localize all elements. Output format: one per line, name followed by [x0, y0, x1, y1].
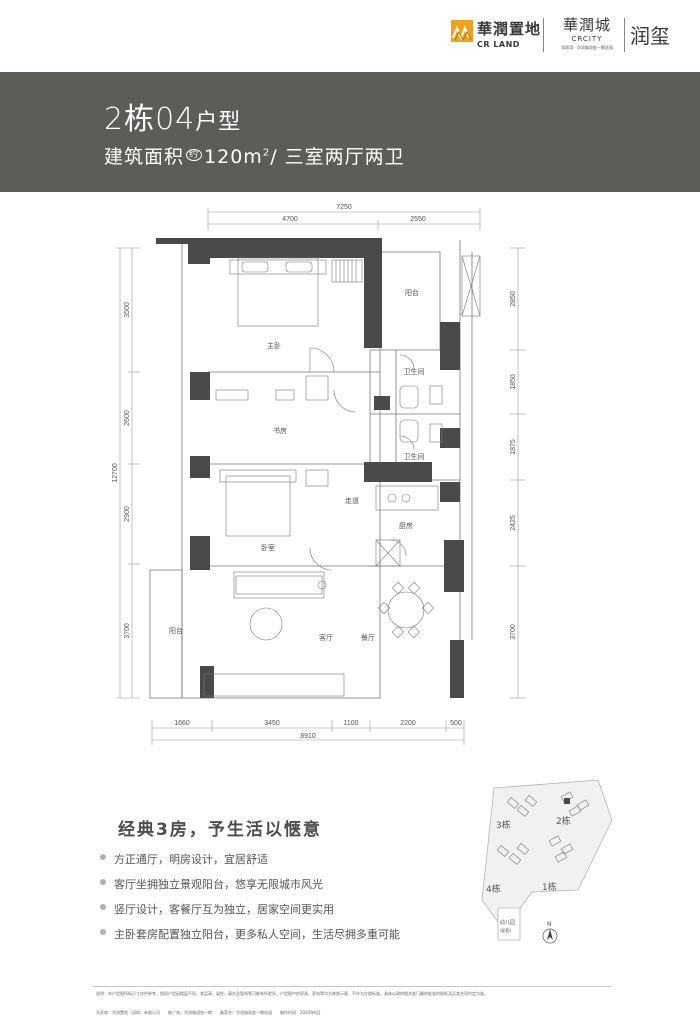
- logo-bar: 華潤置地 CR LAND 華潤城 CRCITY 深圳湾 · 华润城润玺一期花园 …: [0, 0, 700, 72]
- dim-right-d: 2425: [510, 515, 517, 531]
- feature-item: 方正通厅，明房设计，宜居舒适: [100, 851, 400, 876]
- dim-left-d: 3700: [124, 623, 131, 639]
- crcity-slogan: 深圳湾 · 华润城润玺一期花园: [561, 45, 613, 50]
- dim-left-b: 2600: [124, 410, 131, 426]
- bullet-icon: [100, 904, 106, 910]
- dim-bottom-b: 3450: [264, 720, 280, 727]
- crland-name-cn: 華潤置地: [477, 20, 542, 38]
- site-building-4: 4栋: [486, 883, 501, 895]
- dim-left-total: 12700: [112, 463, 119, 483]
- floor-plan: 7250 4700 2550 1660 3450 1100 2200 500 8…: [100, 200, 540, 745]
- footer-disclaimer: 说明：本户型图所标尺寸仅供参考，相同户型因楼层不同，其层高、梁柱、窗台及管线等可…: [96, 991, 488, 996]
- site-building-1: 1栋: [542, 881, 557, 893]
- dim-right-a: 2850: [510, 291, 517, 307]
- layout-desc: / 三室两厅两卫: [270, 146, 405, 168]
- room-master: 主卧: [267, 341, 281, 350]
- unit-suffix: 户型: [195, 110, 242, 135]
- room-bath1: 卫生间: [404, 367, 425, 376]
- dim-bottom-d: 2200: [400, 720, 416, 727]
- room-balcony-left: 阳台: [169, 626, 183, 635]
- crcity-name-cn: 華潤城: [562, 16, 611, 34]
- current-building-marker: [564, 798, 570, 804]
- area-value: 120m: [204, 146, 263, 168]
- room-bedroom: 卧室: [261, 543, 275, 552]
- room-dining: 餐厅: [361, 633, 375, 642]
- dim-bottom-c: 1100: [343, 720, 358, 727]
- logo-divider: [624, 18, 625, 52]
- dim-right-e: 3700: [510, 624, 517, 640]
- feature-item: 主卧套房配置独立阳台，更多私人空间，生活尽拥多重可能: [100, 926, 400, 951]
- dim-bottom-e: 500: [450, 720, 462, 727]
- footer-credits: 开发商：华润置地（深圳）有限公司 推广名：华润城润玺一期 备案名：华润城润玺一期…: [96, 1010, 321, 1015]
- bullet-icon: [100, 879, 106, 885]
- feature-list: 方正通厅，明房设计，宜居舒适 客厅坐拥独立景观阳台，悠享无限城市风光 竖厅设计，…: [100, 851, 400, 951]
- footer-divider: [92, 986, 612, 987]
- dim-right-c: 1875: [510, 439, 517, 455]
- bullet-icon: [100, 929, 106, 935]
- area-unit-sup: 2: [262, 147, 271, 159]
- dim-top-b: 2550: [410, 216, 426, 223]
- crcity-name-en: CRCITY: [571, 35, 603, 43]
- unit-title: 2栋04户型: [104, 94, 241, 138]
- feature-title: 经典3房，予生活以惬意: [118, 820, 322, 840]
- unit-number: 2栋04: [104, 102, 196, 137]
- dim-top-a: 4700: [282, 216, 298, 223]
- bullet-icon: [100, 854, 106, 860]
- dim-left-c: 2900: [124, 506, 131, 522]
- room-living: 客厅: [319, 633, 333, 642]
- crland-name-en: CR LAND: [477, 40, 520, 49]
- dim-left-a: 3500: [124, 302, 131, 318]
- room-balcony-top: 阳台: [405, 288, 419, 297]
- site-kindergarten: 幼儿园: [500, 919, 515, 926]
- north-label: N: [547, 921, 552, 928]
- area-approx: 约: [186, 149, 203, 161]
- site-map: 3栋 2栋 4栋 1栋 幼儿园 (配套) N: [478, 779, 618, 965]
- project-name: 润玺: [630, 24, 670, 48]
- dim-bottom-total: 8910: [300, 733, 316, 740]
- logo-divider: [543, 18, 544, 52]
- dim-bottom-a: 1660: [174, 720, 190, 727]
- floor-plan-drawing: 7250 4700 2550 1660 3450 1100 2200 500 8…: [112, 204, 526, 745]
- room-corridor: 走道: [345, 496, 359, 505]
- site-kindergarten-note: (配套): [500, 927, 512, 933]
- crland-mark-icon: [451, 20, 473, 42]
- feature-item: 客厅坐拥独立景观阳台，悠享无限城市风光: [100, 876, 400, 901]
- site-building-3: 3栋: [496, 819, 511, 831]
- north-arrow-icon: [542, 928, 558, 944]
- crcity-logo: 華潤城 CRCITY 深圳湾 · 华润城润玺一期花园: [552, 14, 622, 51]
- feature-item: 竖厅设计，客餐厅互为独立，居家空间更实用: [100, 901, 400, 926]
- dim-top-total: 7250: [336, 204, 352, 211]
- room-study: 书房: [273, 426, 287, 435]
- room-kitchen: 厨房: [399, 521, 413, 530]
- room-bath2: 卫生间: [404, 452, 425, 461]
- dim-right-b: 1850: [510, 374, 517, 390]
- area-label: 建筑面积: [104, 146, 185, 168]
- site-building-2: 2栋: [556, 815, 571, 827]
- site-map-drawing: 3栋 2栋 4栋 1栋 幼儿园 (配套) N: [481, 779, 613, 944]
